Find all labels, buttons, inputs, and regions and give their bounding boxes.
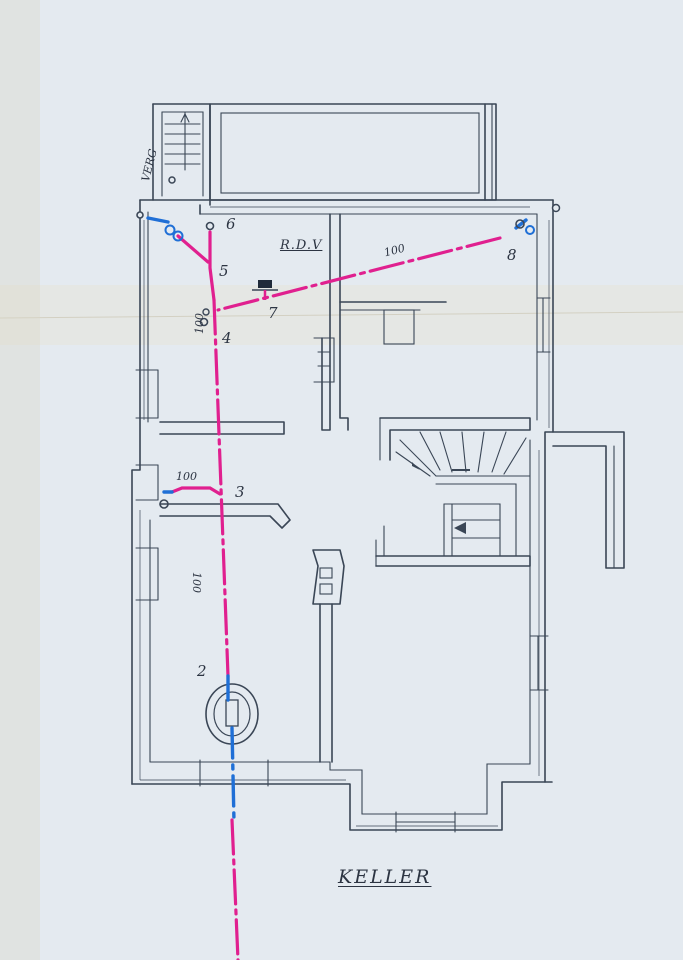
point-label-2: 2: [197, 662, 207, 680]
node-6: [205, 221, 215, 231]
point-label-3: 3: [235, 483, 245, 501]
pipe-branch-5: [176, 234, 210, 264]
pipe-size-vertical-short: 100: [193, 313, 206, 334]
pipe-size-left-branch: 100: [176, 470, 197, 483]
drain-pipes: [146, 216, 528, 960]
point-label-7: 7: [268, 304, 278, 322]
node-4-b: [202, 308, 210, 316]
point-label-5: 5: [219, 262, 229, 280]
point-label-8: 8: [507, 246, 517, 264]
interior-walls: [159, 204, 531, 763]
point-label-4: 4: [222, 329, 232, 347]
outer-walls: [131, 199, 554, 833]
point-label-6: 6: [226, 215, 236, 233]
node-top-right: [551, 203, 561, 213]
node-8-b: [525, 225, 535, 235]
node-3: [159, 499, 169, 509]
floor-label-keller: KELLER: [338, 866, 432, 888]
node-top-left: [136, 211, 144, 219]
inner-staircase: [389, 429, 531, 557]
pipe-exit: [230, 818, 240, 960]
node-5-b: [172, 230, 184, 242]
pipe-main-vertical: [212, 298, 230, 678]
node-5-a: [164, 224, 176, 236]
pipe-branch-3: [170, 486, 222, 496]
pipe-branch-6: [208, 230, 216, 302]
pipe-size-vertical-main: 100: [190, 572, 203, 593]
pipe-blue-top-left: [146, 216, 170, 224]
node-4-a: [199, 317, 209, 327]
node-8-a: [515, 219, 525, 229]
right-annex: [552, 431, 625, 569]
pipe-blue-out: [230, 726, 236, 824]
room-label-rdv: R.D.V: [280, 238, 323, 253]
pipe-fittings: [136, 203, 561, 509]
